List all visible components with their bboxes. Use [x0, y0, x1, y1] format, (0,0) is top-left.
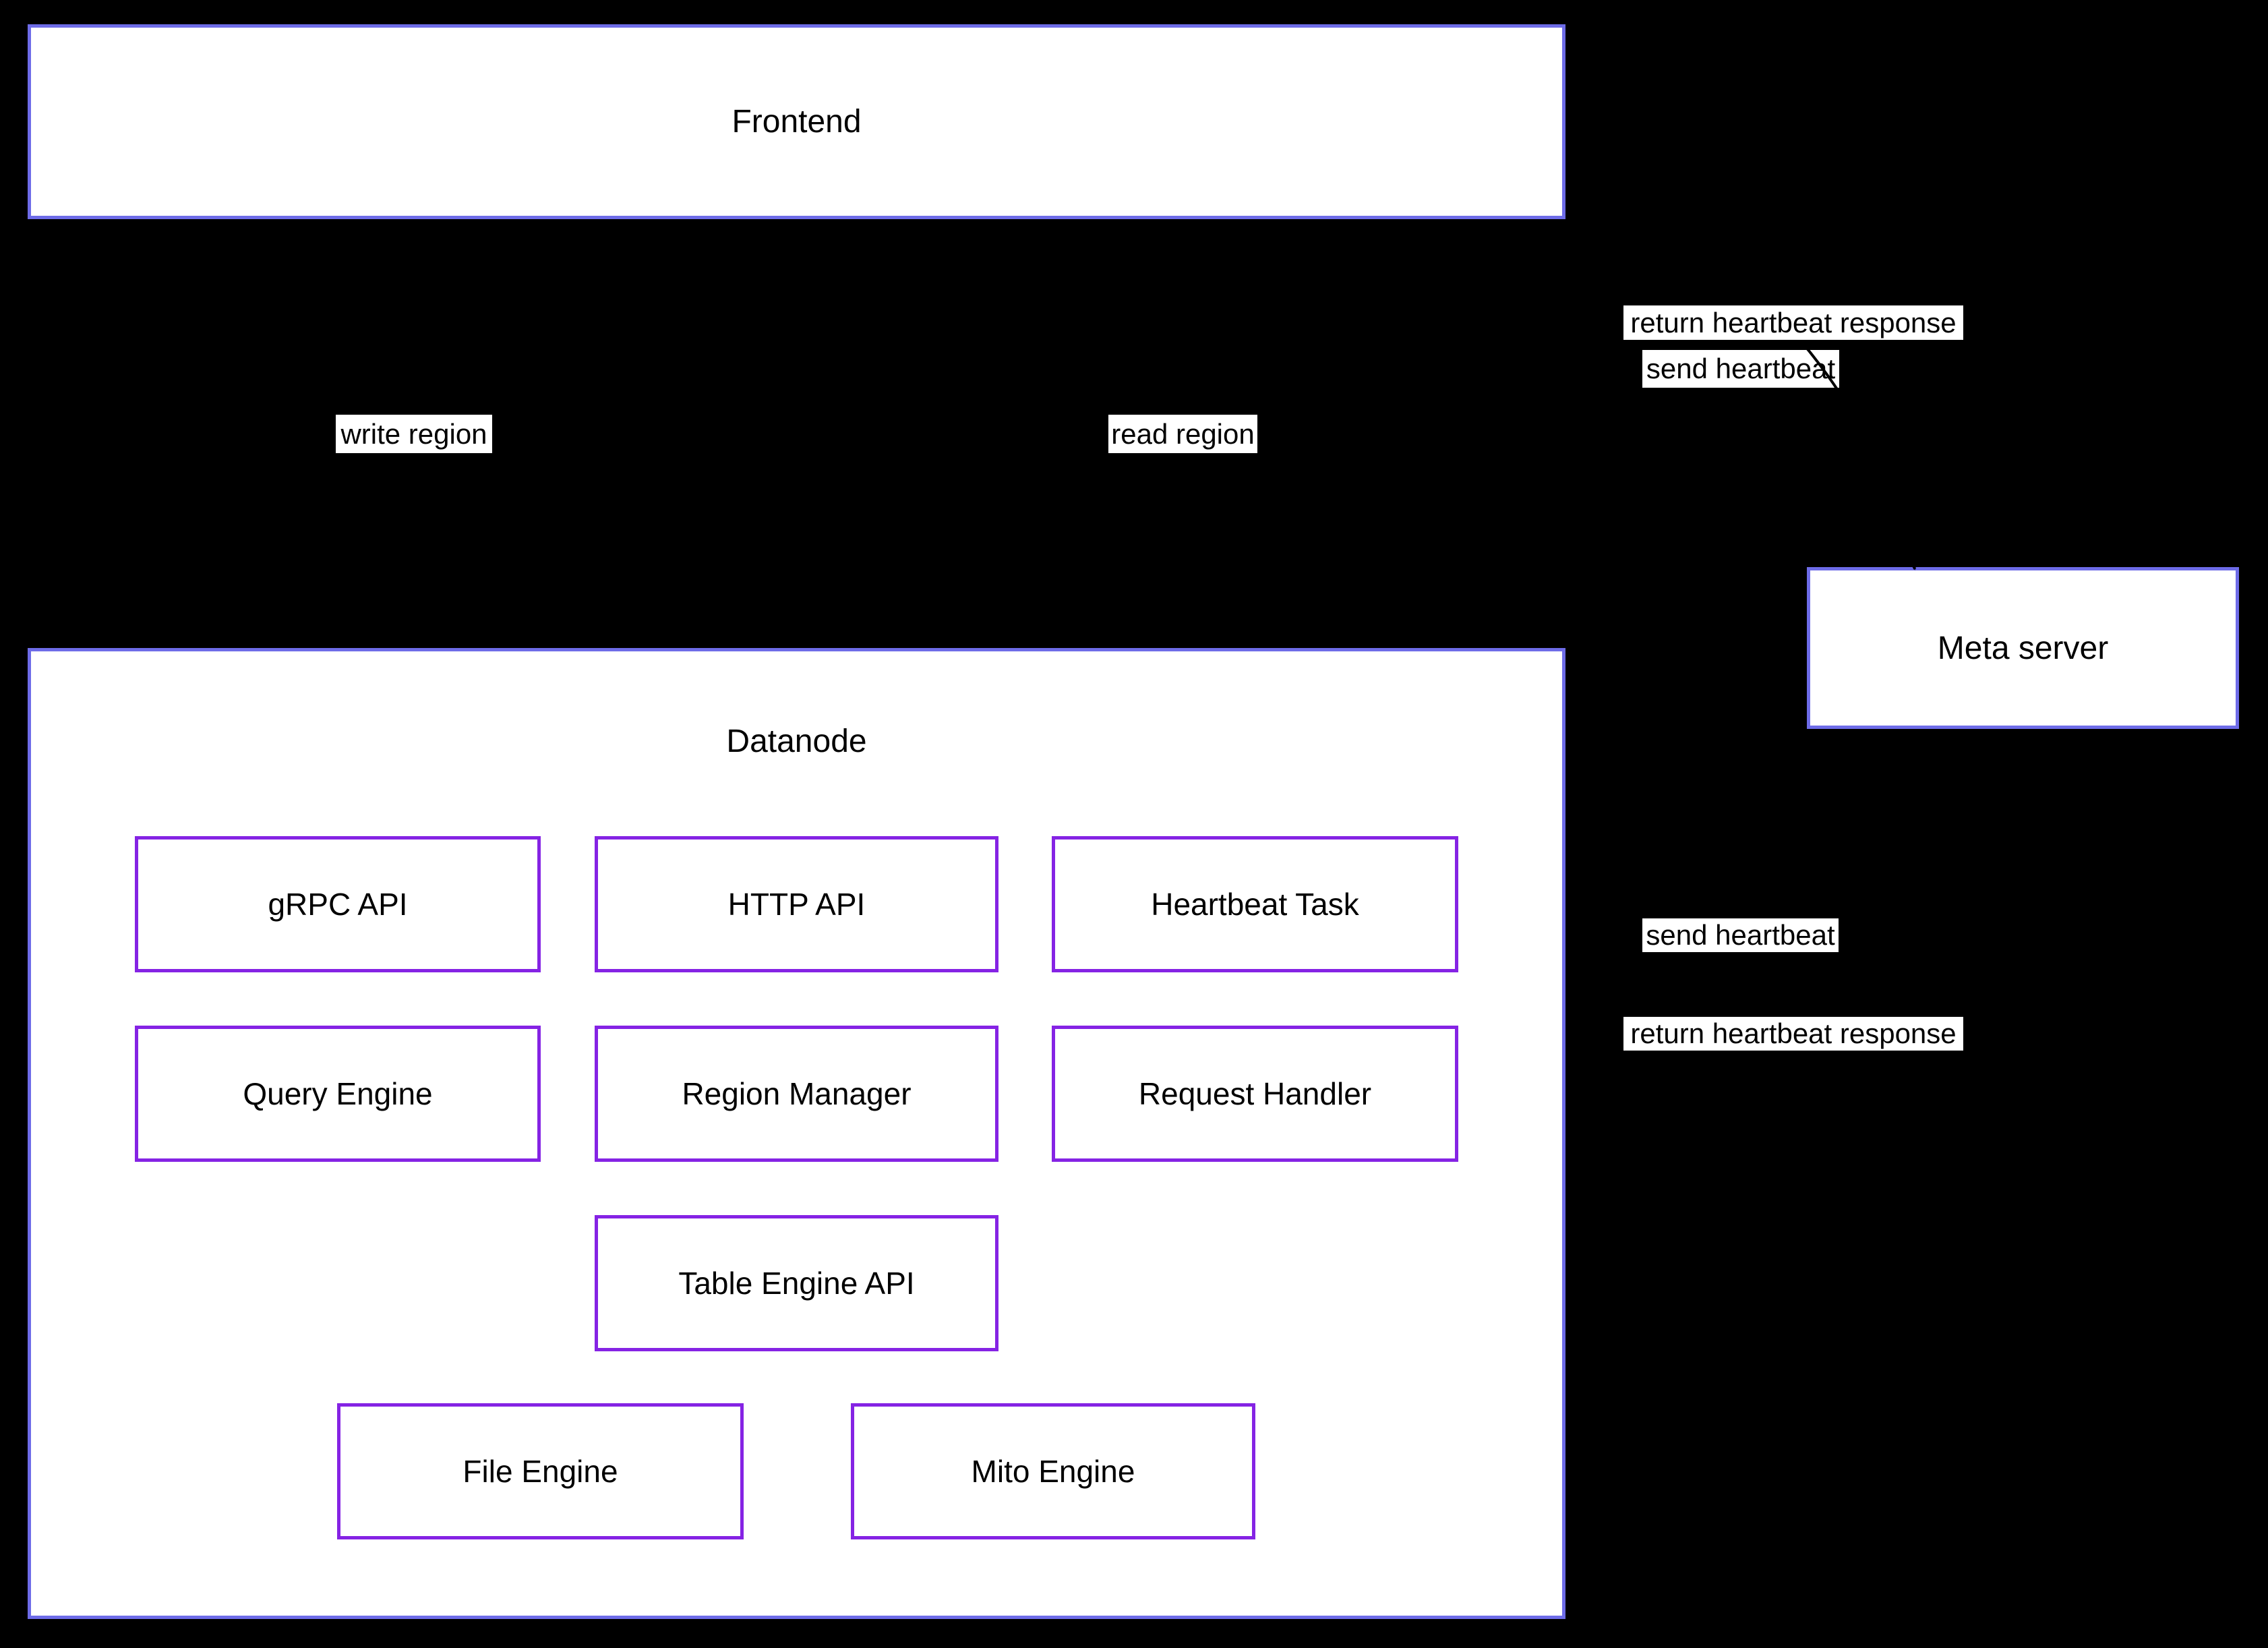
edge-label-send-heartbeat-datanode: send heartbeat [1642, 918, 1839, 952]
edge-label-return-heartbeat-frontend: return heartbeat response [1623, 305, 1963, 340]
grpc-api-box: gRPC API [135, 836, 541, 972]
query-engine-label: Query Engine [243, 1076, 433, 1111]
table-engine-api-label: Table Engine API [678, 1266, 915, 1301]
edge-label-text: return heartbeat response [1630, 1018, 1957, 1049]
edge-label-read-region: read region [1108, 415, 1257, 453]
grpc-api-label: gRPC API [268, 887, 408, 922]
meta-server-node: Meta server [1807, 567, 2239, 729]
edge-label-text: send heartbeat [1646, 919, 1835, 951]
file-engine-box: File Engine [337, 1403, 744, 1539]
frontend-label: Frontend [732, 104, 862, 140]
datanode-node: Datanode gRPC API HTTP API Heartbeat Tas… [28, 648, 1565, 1619]
heartbeat-task-box: Heartbeat Task [1052, 836, 1458, 972]
meta-server-label: Meta server [1937, 630, 2109, 666]
region-manager-label: Region Manager [682, 1076, 912, 1111]
mito-engine-box: Mito Engine [851, 1403, 1255, 1539]
mito-engine-label: Mito Engine [971, 1454, 1135, 1489]
edge-label-text: send heartbeat [1646, 353, 1836, 384]
table-engine-api-box: Table Engine API [595, 1215, 998, 1351]
edge-label-text: write region [340, 417, 487, 450]
send-heartbeat-frontend-arrow [1657, 216, 1919, 570]
edge-label-return-heartbeat-datanode: return heartbeat response [1623, 1017, 1963, 1051]
edge-label-send-heartbeat-frontend: send heartbeat [1642, 350, 1839, 388]
frontend-node: Frontend [28, 24, 1565, 219]
request-handler-box: Request Handler [1052, 1026, 1458, 1162]
heartbeat-task-label: Heartbeat Task [1151, 887, 1359, 922]
file-engine-label: File Engine [462, 1454, 618, 1489]
edge-label-text: return heartbeat response [1630, 306, 1957, 339]
datanode-label: Datanode [726, 724, 867, 759]
http-api-label: HTTP API [727, 887, 866, 922]
region-manager-box: Region Manager [595, 1026, 998, 1162]
http-api-box: HTTP API [595, 836, 998, 972]
edge-label-text: read region [1111, 417, 1255, 450]
edge-label-write-region: write region [336, 415, 492, 453]
query-engine-box: Query Engine [135, 1026, 541, 1162]
request-handler-label: Request Handler [1138, 1076, 1372, 1111]
